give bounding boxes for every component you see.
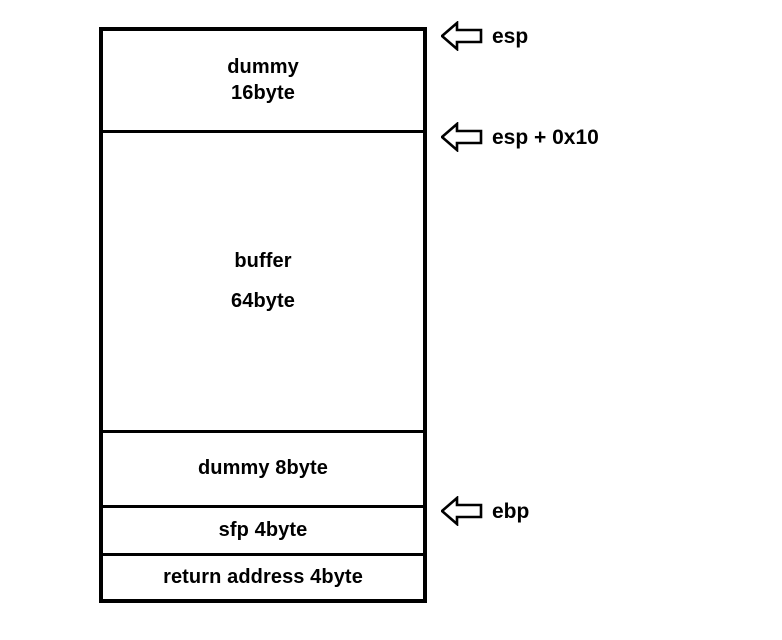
stack-cell-size-line: 16byte — [231, 81, 295, 104]
stack-cell-buffer-64byte: buffer 64byte — [103, 133, 423, 433]
stack-cell-label-line: dummy 8byte — [197, 457, 329, 480]
pointer-label-esp: esp — [492, 24, 529, 48]
stack-cell-dummy-8byte: dummy 8byte — [103, 433, 423, 508]
left-arrow-icon — [441, 496, 483, 526]
stack-cell-label-line: buffer — [234, 249, 292, 272]
stack-cell-label-line: return address 4byte — [163, 565, 363, 588]
pointer-label-esp-offset: esp + 0x10 — [492, 125, 599, 149]
stack-frame-box: dummy 16byte buffer 64byte dummy 8byte s… — [99, 27, 427, 603]
stack-cell-label-line: dummy — [227, 55, 299, 78]
pointer-label-ebp: ebp — [492, 499, 530, 523]
stack-cell-size-line: 64byte — [231, 289, 295, 312]
stack-cell-return-address-4byte: return address 4byte — [103, 556, 423, 599]
pointer-annotation-esp: esp — [441, 21, 528, 51]
left-arrow-icon — [441, 21, 483, 51]
stack-cell-sfp-4byte: sfp 4byte — [103, 508, 423, 556]
left-arrow-icon — [441, 122, 483, 152]
stack-cell-label-line: sfp 4byte — [218, 518, 308, 541]
pointer-annotation-esp-offset: esp + 0x10 — [441, 122, 599, 152]
stack-cell-dummy-16byte: dummy 16byte — [103, 31, 423, 133]
pointer-annotation-ebp: ebp — [441, 496, 529, 526]
